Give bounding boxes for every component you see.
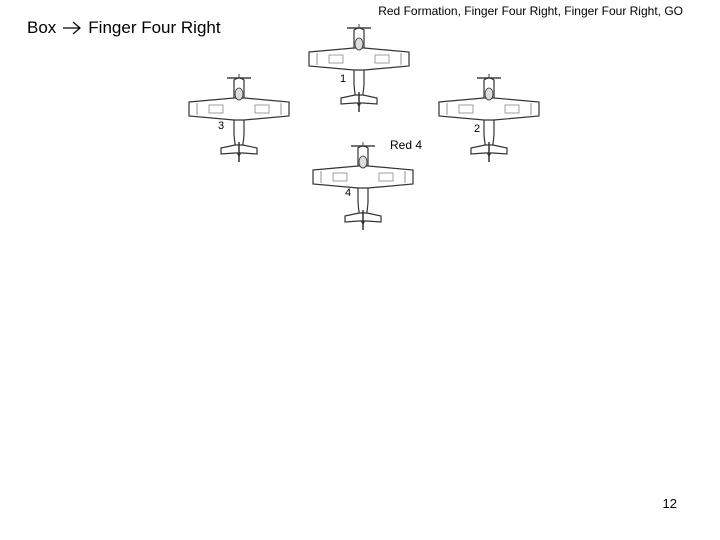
aircraft-3 bbox=[187, 72, 291, 164]
title-from: Box bbox=[27, 18, 57, 37]
airplane-icon bbox=[438, 73, 540, 163]
page-number: 12 bbox=[662, 496, 677, 511]
airplane-icon bbox=[308, 23, 410, 113]
aircraft-number-1: 1 bbox=[340, 73, 347, 85]
aircraft-1 bbox=[307, 22, 411, 114]
aircraft-2 bbox=[437, 72, 541, 164]
aircraft-number-4: 4 bbox=[345, 187, 352, 199]
slide-title: Box Finger Four Right bbox=[27, 18, 221, 38]
red-4-label: Red 4 bbox=[390, 138, 423, 152]
airplane-icon bbox=[312, 141, 414, 231]
aircraft-4 bbox=[311, 140, 415, 232]
radio-call-text: Red Formation, Finger Four Right, Finger… bbox=[378, 4, 683, 18]
aircraft-number-2: 2 bbox=[474, 123, 481, 135]
right-arrow-icon bbox=[63, 21, 82, 35]
title-to: Finger Four Right bbox=[88, 18, 221, 37]
airplane-icon bbox=[188, 73, 290, 163]
aircraft-number-3: 3 bbox=[218, 120, 225, 132]
